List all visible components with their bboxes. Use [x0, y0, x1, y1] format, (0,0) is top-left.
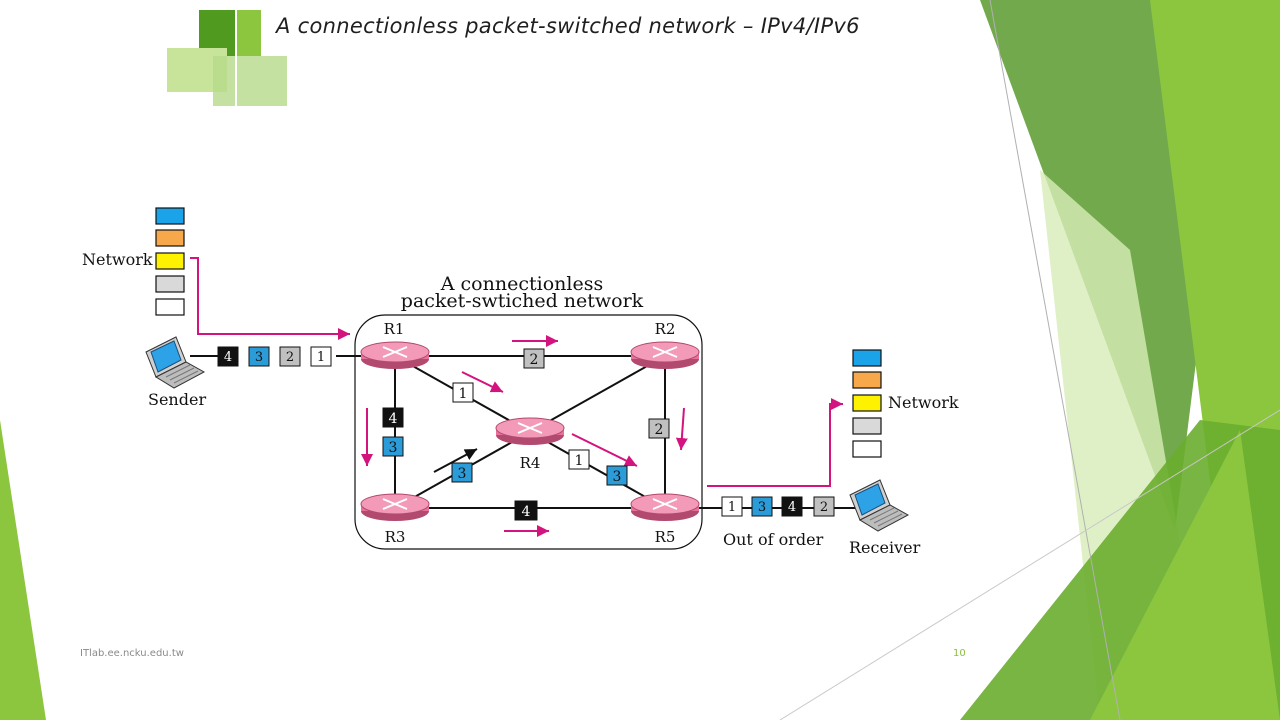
page-number: 10	[953, 648, 966, 659]
packet-number: 3	[458, 466, 467, 482]
packet-number: 2	[530, 352, 539, 368]
packet	[310, 346, 332, 367]
packet-number: 3	[613, 469, 622, 485]
receiver-label: Receiver	[849, 538, 921, 557]
packet-number: 4	[224, 350, 232, 365]
network-boundary	[354, 314, 703, 550]
packet	[279, 346, 301, 367]
packet-number: 3	[255, 350, 263, 365]
packet-number: 4	[522, 504, 531, 520]
router-r4	[495, 417, 565, 446]
packet-number: 1	[575, 453, 584, 469]
deco-thin-line-1	[989, 0, 1121, 720]
packet	[523, 348, 545, 369]
packet	[606, 465, 628, 486]
router-label-r1: R1	[384, 320, 405, 338]
link-packets: 2 1 4 3 3 2 1 3 4	[382, 348, 670, 521]
packet	[248, 346, 270, 367]
router-r2	[630, 341, 700, 370]
router-label-r2: R2	[655, 320, 676, 338]
packet-number: 2	[820, 500, 828, 515]
packet	[452, 382, 474, 403]
packet-number: 3	[389, 440, 398, 456]
packet	[721, 496, 743, 517]
router-r3	[360, 493, 430, 522]
packet-number: 4	[389, 411, 398, 427]
deco-square-mid	[237, 10, 261, 56]
deco-triangle-left	[0, 420, 46, 720]
packet-number: 1	[459, 386, 468, 402]
direction-arrows	[190, 257, 843, 537]
router-r1	[360, 341, 430, 370]
packet	[751, 496, 773, 517]
router-r5	[630, 493, 700, 522]
packet-number: 2	[655, 422, 664, 438]
packet	[382, 407, 404, 428]
slide-title: A connectionless packet-switched network…	[276, 14, 860, 38]
network-stack-left	[155, 207, 185, 316]
direction-arrow-black	[433, 448, 478, 473]
router-label-r5: R5	[655, 528, 676, 546]
diagram-heading-line1: A connectionless	[440, 273, 603, 295]
receiver-packets: 1 3 4 2	[721, 496, 835, 517]
packet	[217, 346, 239, 367]
packet	[781, 496, 803, 517]
packet-number: 1	[317, 350, 325, 365]
deco-thin-line-2	[779, 409, 1280, 720]
sender-packets: 4 3 2 1	[217, 346, 332, 367]
packet	[568, 449, 590, 470]
router-label-r4: R4	[520, 454, 541, 472]
network-stack-right	[852, 349, 882, 458]
diagram-heading-line2: packet-swtiched network	[401, 290, 644, 312]
sender-laptop-icon	[145, 336, 206, 389]
network-label-right: Network	[888, 393, 959, 412]
out-of-order-label: Out of order	[723, 530, 824, 549]
footer-site: ITlab.ee.ncku.edu.tw	[80, 648, 184, 659]
packet-number: 1	[728, 500, 736, 515]
packet-number: 2	[286, 350, 294, 365]
packet-number: 4	[788, 500, 796, 515]
packet	[451, 462, 473, 483]
receiver-laptop-icon	[849, 479, 910, 532]
network-label-left: Network	[82, 250, 153, 269]
sender-label: Sender	[148, 390, 206, 409]
packet	[382, 436, 404, 457]
router-label-r3: R3	[385, 528, 406, 546]
deco-shape-right-5	[1090, 430, 1280, 720]
packet-number: 3	[758, 500, 766, 515]
deco-square-pale	[213, 56, 287, 106]
packet	[514, 500, 538, 521]
packet	[813, 496, 835, 517]
packet	[648, 418, 670, 439]
